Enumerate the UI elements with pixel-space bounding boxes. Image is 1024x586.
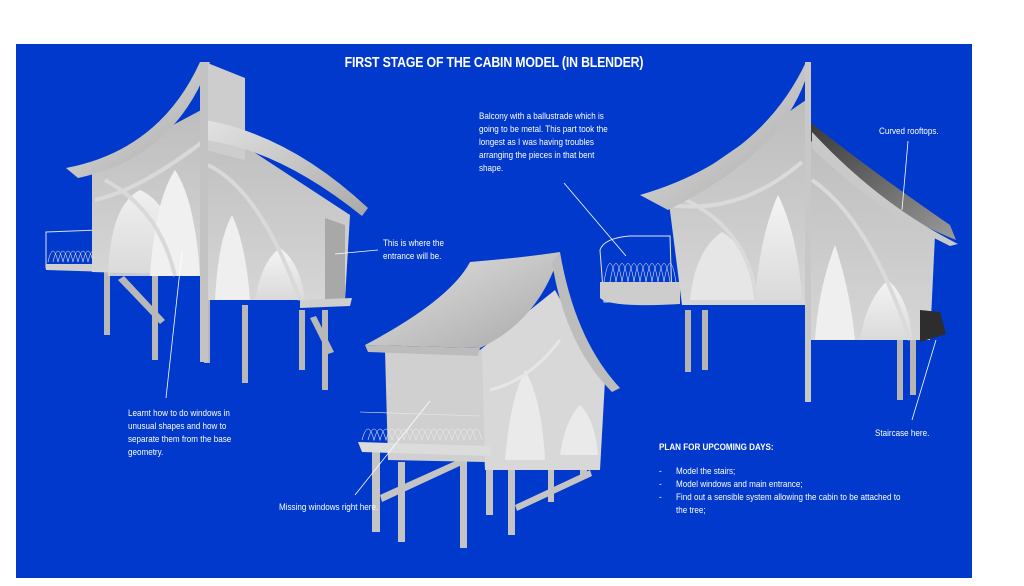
annotation-leader-lines (165, 140, 937, 496)
plan-item: the tree; (676, 505, 706, 516)
plan-item: Model windows and main entrance; (659, 478, 900, 491)
plan-list: Model the stairs; Model windows and main… (659, 465, 900, 517)
leader-entrance (334, 249, 379, 255)
cabin-render-right-view (599, 62, 958, 402)
poster-title: FIRST STAGE OF THE CABIN MODEL (IN BLEND… (344, 54, 644, 71)
plan-item: Model the stairs; (659, 465, 900, 478)
leader-balcony (563, 182, 627, 257)
leader-windows (165, 251, 183, 399)
note-missing-windows: Missing windows right here. (279, 502, 379, 513)
note-balcony: Balcony with a ballustrade which is goin… (479, 111, 608, 174)
leader-rooftops (901, 140, 909, 211)
cabin-render-front-view (358, 252, 620, 548)
note-windows: Learnt how to do windows in unusual shap… (128, 408, 232, 458)
plan-title: PLAN FOR UPCOMING DAYS: (659, 442, 774, 453)
leader-staircase (911, 339, 937, 421)
note-rooftops: Curved rooftops. (879, 126, 939, 137)
note-entrance: This is where the entrance will be. (383, 238, 445, 262)
cabin-render-left-view (45, 62, 368, 390)
leader-missing-windows (354, 400, 431, 496)
note-staircase: Staircase here. (875, 428, 930, 439)
plan-item: Find out a sensible system allowing the … (659, 491, 900, 504)
